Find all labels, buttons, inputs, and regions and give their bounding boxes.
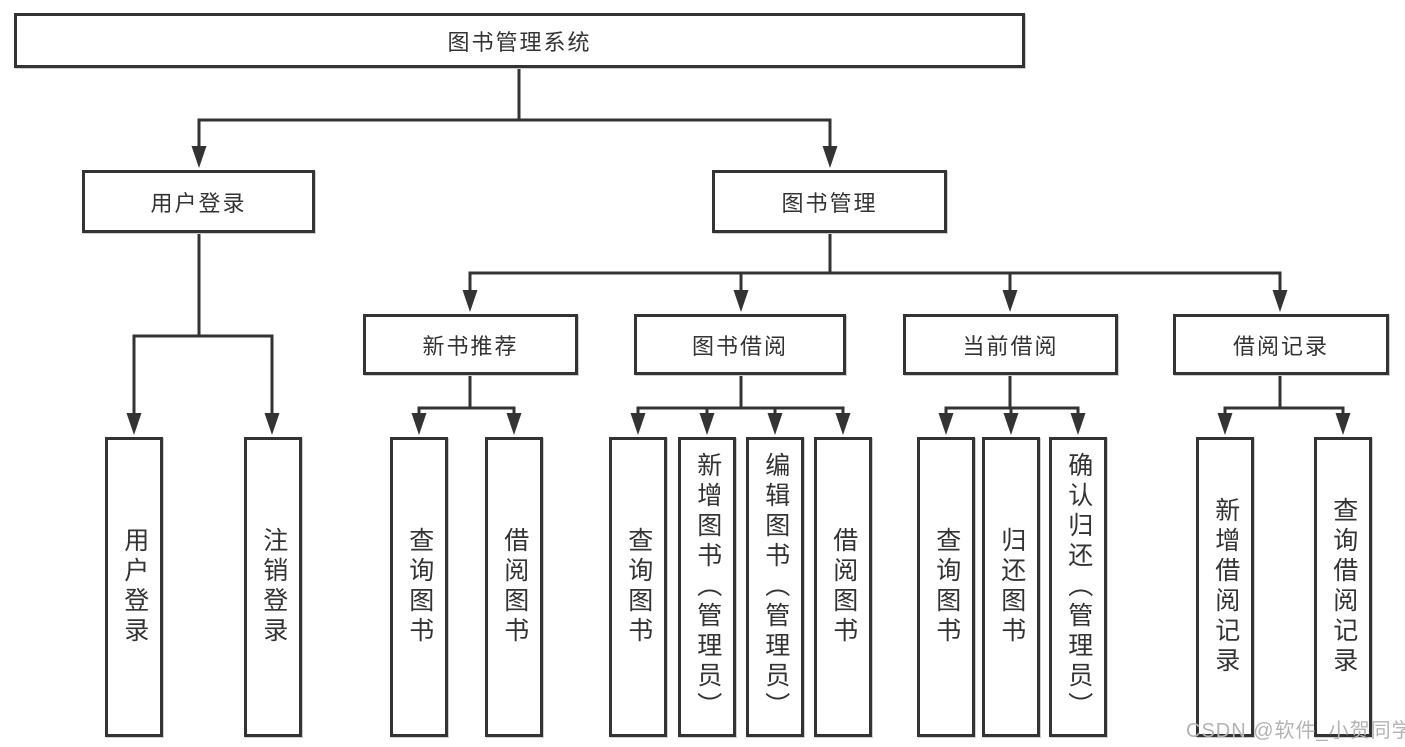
connector-arrowheads <box>126 146 1351 435</box>
leaf-query-books-recommend: 查询图书 <box>390 437 448 737</box>
leaf-add-book-admin: 新增图书（管理员） <box>678 437 736 737</box>
leaf-query-books-recommend-label: 查询图书 <box>405 527 434 647</box>
node-user-login-label: 用户登录 <box>150 190 247 216</box>
leaf-add-borrow-record-label: 新增借阅记录 <box>1211 497 1240 677</box>
leaf-borrow-books-borrowing-label: 借阅图书 <box>829 527 858 647</box>
leaf-user-login-label: 用户登录 <box>120 527 149 647</box>
node-book-management-label: 图书管理 <box>781 190 878 216</box>
node-library-management-system-label: 图书管理系统 <box>447 29 592 55</box>
leaf-add-book-admin-label: 新增图书（管理员） <box>693 452 722 722</box>
node-borrowing-records-label: 借阅记录 <box>1232 333 1329 359</box>
leaf-return-books: 归还图书 <box>982 437 1040 737</box>
leaf-query-books-current-label: 查询图书 <box>932 527 961 647</box>
node-book-management: 图书管理 <box>712 170 947 233</box>
csdn-watermark: CSDN @软件_小贺同学 <box>1186 720 1405 742</box>
leaf-add-borrow-record: 新增借阅记录 <box>1196 437 1254 737</box>
node-current-borrowing: 当前借阅 <box>903 314 1118 375</box>
leaf-confirm-return-admin-label: 确认归还（管理员） <box>1064 452 1093 722</box>
leaf-logout-label: 注销登录 <box>259 527 288 647</box>
node-new-book-recommendation: 新书推荐 <box>363 314 578 375</box>
node-borrowing-records: 借阅记录 <box>1173 314 1389 375</box>
node-book-borrowing-label: 图书借阅 <box>691 333 788 359</box>
leaf-user-login: 用户登录 <box>105 437 163 737</box>
node-current-borrowing-label: 当前借阅 <box>962 333 1059 359</box>
leaf-edit-book-admin-label: 编辑图书（管理员） <box>761 452 790 722</box>
leaf-query-borrow-record: 查询借阅记录 <box>1314 437 1372 737</box>
leaf-query-books-current: 查询图书 <box>917 437 975 737</box>
leaf-query-borrow-record-label: 查询借阅记录 <box>1329 497 1358 677</box>
leaf-edit-book-admin: 编辑图书（管理员） <box>746 437 804 737</box>
node-user-login: 用户登录 <box>82 170 315 233</box>
leaf-query-books-borrowing-label: 查询图书 <box>624 527 653 647</box>
leaf-query-books-borrowing: 查询图书 <box>609 437 667 737</box>
leaf-borrow-books-recommend-label: 借阅图书 <box>500 527 529 647</box>
leaf-borrow-books-borrowing: 借阅图书 <box>814 437 872 737</box>
leaf-return-books-label: 归还图书 <box>997 527 1026 647</box>
node-book-borrowing: 图书借阅 <box>634 314 846 375</box>
node-new-book-recommendation-label: 新书推荐 <box>422 333 519 359</box>
leaf-borrow-books-recommend: 借阅图书 <box>485 437 543 737</box>
leaf-confirm-return-admin: 确认归还（管理员） <box>1049 437 1107 737</box>
node-library-management-system: 图书管理系统 <box>14 13 1025 68</box>
leaf-logout: 注销登录 <box>244 437 302 737</box>
